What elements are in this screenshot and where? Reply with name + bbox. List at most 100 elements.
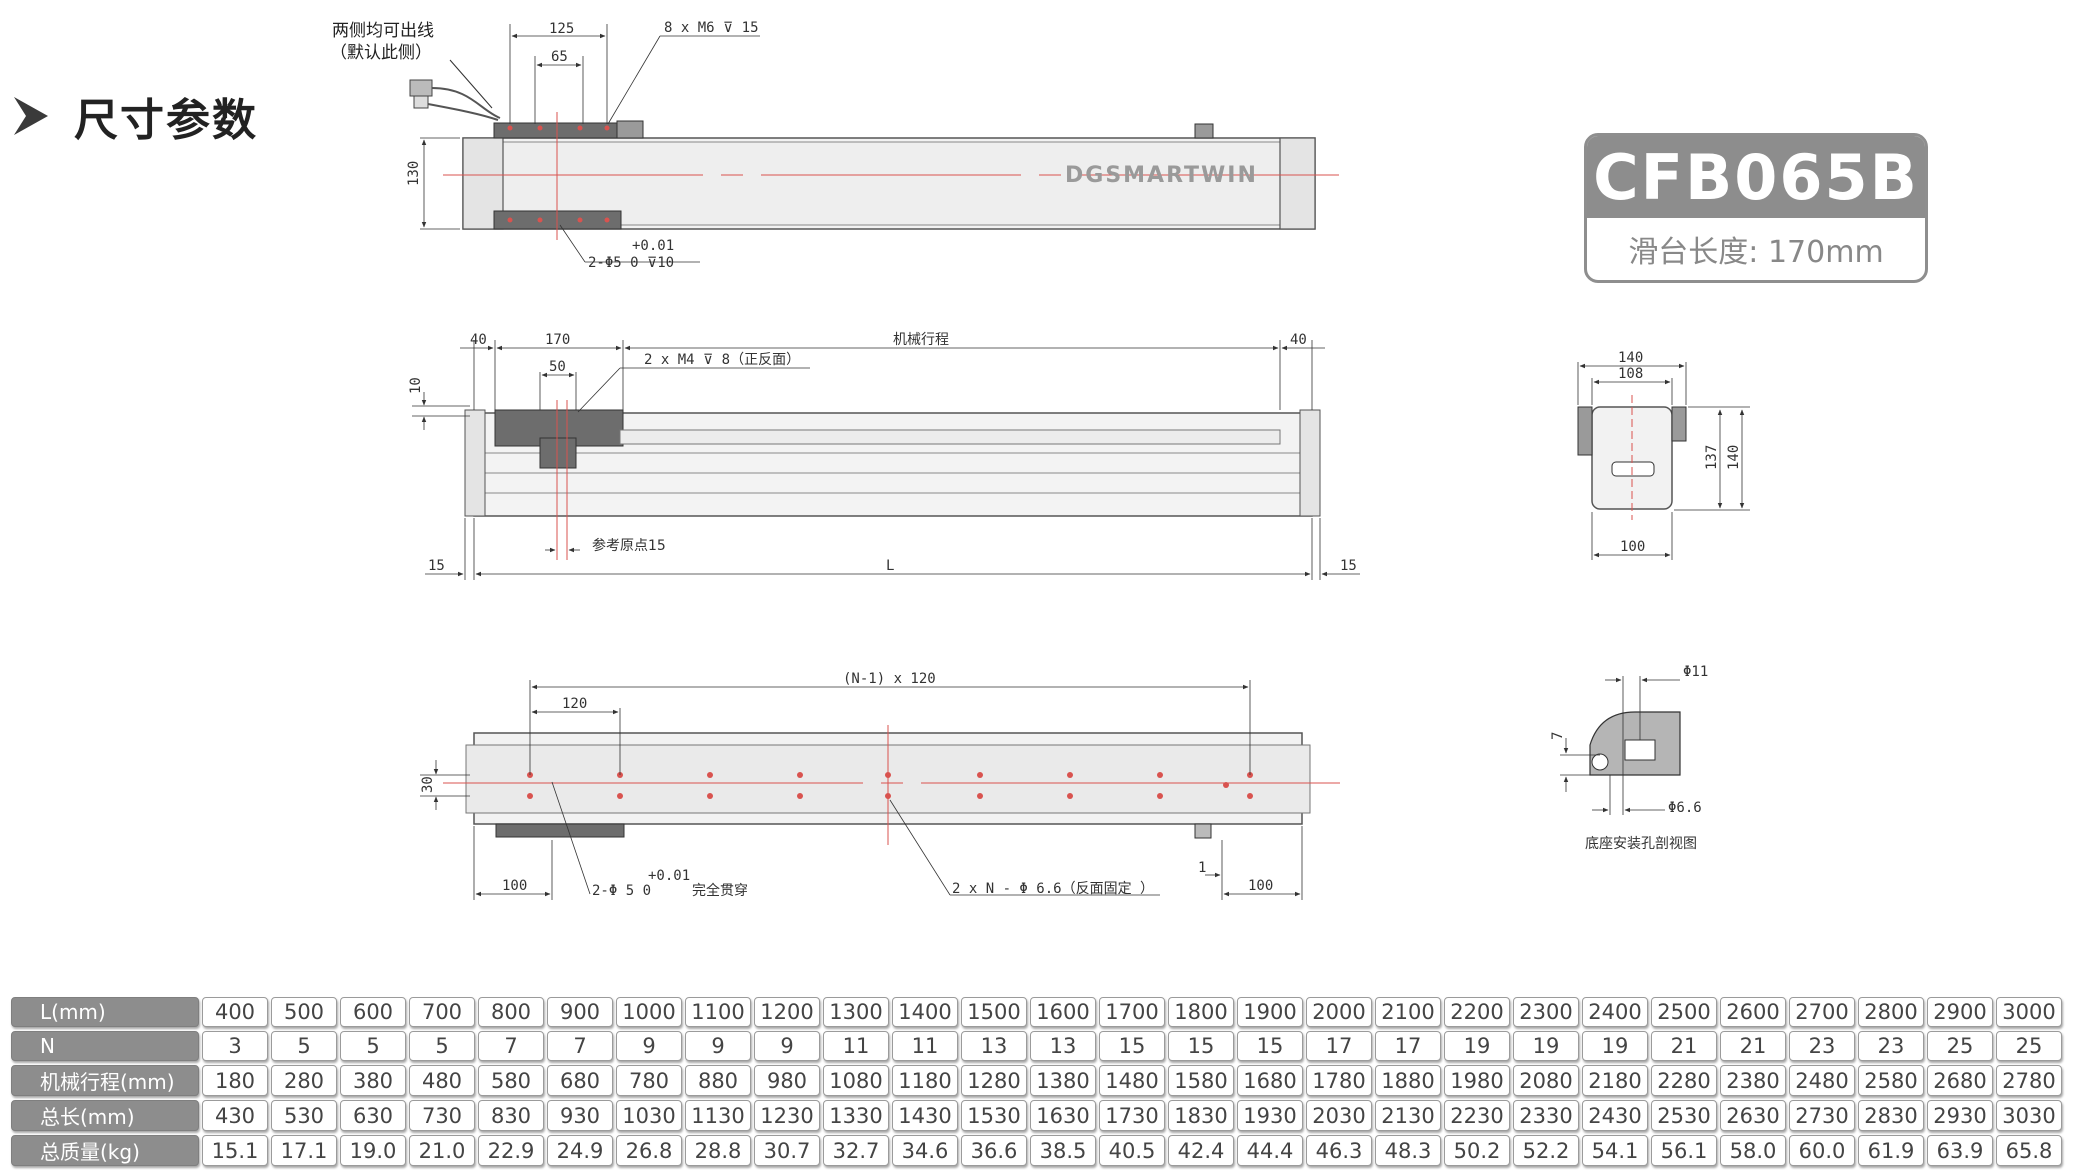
technical-drawing: DGSMARTWIN 两侧均可出线 （默认此侧） 125 65 8 x M6 ⊽… <box>330 20 1750 900</box>
table-cell: 880 <box>685 1065 751 1096</box>
table-cell: 11 <box>892 1031 958 1061</box>
table-cell: 800 <box>478 997 544 1027</box>
table-cell: 3030 <box>1996 1100 2062 1131</box>
table-cell: 25 <box>1927 1031 1993 1061</box>
table-cell: 52.2 <box>1513 1135 1579 1166</box>
table-cell: 2380 <box>1720 1065 1786 1096</box>
table-cell: 17 <box>1306 1031 1372 1061</box>
table-cell: 180 <box>202 1065 268 1096</box>
table-cell: 1100 <box>685 997 751 1027</box>
table-cell: 380 <box>340 1065 406 1096</box>
table-cell: 48.3 <box>1375 1135 1441 1166</box>
table-cell: 32.7 <box>823 1135 889 1166</box>
table-cell: 2300 <box>1513 997 1579 1027</box>
dim-1: 1 <box>1198 860 1206 876</box>
table-cell: 1800 <box>1168 997 1234 1027</box>
section-title: 尺寸参数 <box>74 95 258 146</box>
table-cell: 2180 <box>1582 1065 1648 1096</box>
table-cell: 2730 <box>1789 1100 1855 1131</box>
bottom-pin-note: 2-Φ 5 0 <box>592 883 651 899</box>
bottom-view: (N-1) x 120 120 30 100 +0.01 2-Φ 5 0 完全贯… <box>420 671 1340 900</box>
row-header: L(mm) <box>11 997 199 1027</box>
dim-100-right: 100 <box>1248 878 1273 894</box>
brand-logo: DGSMARTWIN <box>1065 163 1258 188</box>
table-cell: 9 <box>685 1031 751 1061</box>
table-cell: 5 <box>340 1031 406 1061</box>
table-cell: 44.4 <box>1237 1135 1303 1166</box>
row-header: N <box>11 1031 199 1061</box>
table-cell: 2480 <box>1789 1065 1855 1096</box>
end-dim-137: 137 <box>1704 445 1720 470</box>
section-view-hole-icon <box>1591 753 1609 771</box>
table-cell: 22.9 <box>478 1135 544 1166</box>
row-header: 机械行程(mm) <box>11 1065 199 1096</box>
table-cell: 700 <box>409 997 475 1027</box>
table-cell: 280 <box>271 1065 337 1096</box>
table-cell: 2200 <box>1444 997 1510 1027</box>
end-dim-108: 108 <box>1618 366 1643 382</box>
through-note: 完全贯穿 <box>692 882 748 899</box>
dim-65: 65 <box>551 49 568 65</box>
table-cell: 13 <box>1030 1031 1096 1061</box>
table-cell: 1880 <box>1375 1065 1441 1096</box>
top-pin-note: 2-Φ5 0 ⊽10 <box>588 255 674 271</box>
table-cell: 1630 <box>1030 1100 1096 1131</box>
table-cell: 1700 <box>1099 997 1165 1027</box>
table-cell: 21.0 <box>409 1135 475 1166</box>
table-cell: 530 <box>271 1100 337 1131</box>
table-cell: 1930 <box>1237 1100 1303 1131</box>
table-cell: 2280 <box>1651 1065 1717 1096</box>
table-cell: 2680 <box>1927 1065 1993 1096</box>
table-cell: 900 <box>547 997 613 1027</box>
dim-50: 50 <box>549 359 566 375</box>
row-header: 总质量(kg) <box>11 1135 199 1166</box>
table-cell: 5 <box>409 1031 475 1061</box>
table-cell: 38.5 <box>1030 1135 1096 1166</box>
table-cell: 56.1 <box>1651 1135 1717 1166</box>
table-cell: 7 <box>547 1031 613 1061</box>
end-dim-140-top: 140 <box>1618 350 1643 366</box>
table-cell: 2930 <box>1927 1100 1993 1131</box>
end-view-left-clamp <box>1577 406 1593 456</box>
table-cell: 19 <box>1582 1031 1648 1061</box>
origin-note: 参考原点15 <box>592 537 666 554</box>
section-header: 尺寸参数 <box>14 84 258 148</box>
carriage-connector <box>616 120 644 139</box>
table-cell: 36.6 <box>961 1135 1027 1166</box>
cable-leader <box>449 59 493 109</box>
table-cell: 2430 <box>1582 1100 1648 1131</box>
table-cell: 630 <box>340 1100 406 1131</box>
table-cell: 2600 <box>1720 997 1786 1027</box>
table-cell: 2330 <box>1513 1100 1579 1131</box>
model-name: CFB065B <box>1587 136 1925 218</box>
model-badge: CFB065B 滑台长度: 170mm <box>1584 133 1928 283</box>
table-cell: 30.7 <box>754 1135 820 1166</box>
table-cell: 15 <box>1099 1031 1165 1061</box>
table-cell: 2400 <box>1582 997 1648 1027</box>
cable-connector-icon <box>409 79 433 97</box>
table-cell: 46.3 <box>1306 1135 1372 1166</box>
cable-line-2 <box>427 103 499 121</box>
table-cell: 1400 <box>892 997 958 1027</box>
table-cell: 930 <box>547 1100 613 1131</box>
table-cell: 60.0 <box>1789 1135 1855 1166</box>
table-cell: 17 <box>1375 1031 1441 1061</box>
table-cell: 1480 <box>1099 1065 1165 1096</box>
section-view-counterbore <box>1624 739 1656 761</box>
table-cell: 1200 <box>754 997 820 1027</box>
bottom-carriage <box>495 823 625 838</box>
table-cell: 400 <box>202 997 268 1027</box>
table-cell: 58.0 <box>1720 1135 1786 1166</box>
table-cell: 42.4 <box>1168 1135 1234 1166</box>
table-cell: 15 <box>1168 1031 1234 1061</box>
table-cell: 2900 <box>1927 997 1993 1027</box>
end-view: 140 108 137 140 100 <box>1577 350 1750 560</box>
table-cell: 23 <box>1789 1031 1855 1061</box>
limit-sensor <box>1194 123 1214 139</box>
dim-170: 170 <box>545 332 570 348</box>
table-cell: 780 <box>616 1065 682 1096</box>
table-cell: 26.8 <box>616 1135 682 1166</box>
